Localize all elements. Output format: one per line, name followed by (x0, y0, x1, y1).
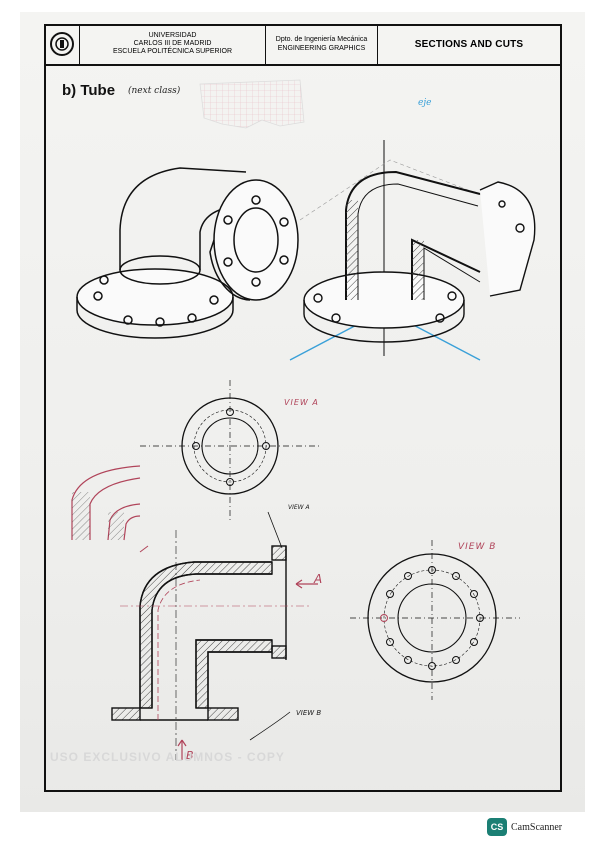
seal-icon (49, 32, 74, 56)
section-title: SECTIONS AND CUTS (414, 38, 524, 50)
view-b-small-label: VIEW B (296, 709, 322, 717)
department-block: Dpto. de Ingeniería Mecánica ENGINEERING… (266, 24, 378, 64)
ghost-watermark: USO EXCLUSIVO ALUMNOS - COPY (50, 750, 285, 764)
university-line-3: ESCUELA POLITÉCNICA SUPERIOR (112, 48, 233, 55)
exercise-note: (next class) (128, 86, 181, 96)
red-elbow-sketch (71, 465, 141, 541)
university-block: UNIVERSIDAD CARLOS III DE MADRID ESCUELA… (80, 24, 266, 64)
department-line-2: ENGINEERING GRAPHICS (277, 45, 366, 52)
cut-arrow-b-label: B (186, 749, 194, 762)
camscanner-text: CamScanner (511, 821, 563, 833)
torn-paper-note (199, 79, 305, 129)
front-section-view (111, 511, 318, 760)
camscanner-watermark: CS CamScanner (487, 818, 562, 836)
view-a-drawing (140, 380, 320, 520)
view-b-drawing (350, 540, 520, 700)
view-a-label: VIEW A (284, 398, 319, 407)
university-logo (44, 24, 80, 64)
iso-elbow-section (289, 140, 536, 361)
iso-elbow-solid (76, 167, 299, 339)
department-line-1: Dpto. de Ingeniería Mecánica (275, 36, 368, 43)
drawing-frame (44, 24, 562, 792)
camscanner-icon: CS (487, 818, 507, 836)
university-line-1: UNIVERSIDAD (148, 32, 197, 39)
axis-note: eje (418, 98, 432, 108)
university-line-2: CARLOS III DE MADRID (133, 40, 212, 47)
exercise-title: b) Tube (62, 82, 116, 99)
scanned-sheet (20, 12, 585, 812)
title-block: UNIVERSIDAD CARLOS III DE MADRID ESCUELA… (44, 24, 562, 66)
cut-arrow-a-label: A (314, 572, 323, 586)
view-b-label: VIEW B (458, 542, 497, 552)
view-a-small-label: VIEW A (288, 504, 310, 511)
